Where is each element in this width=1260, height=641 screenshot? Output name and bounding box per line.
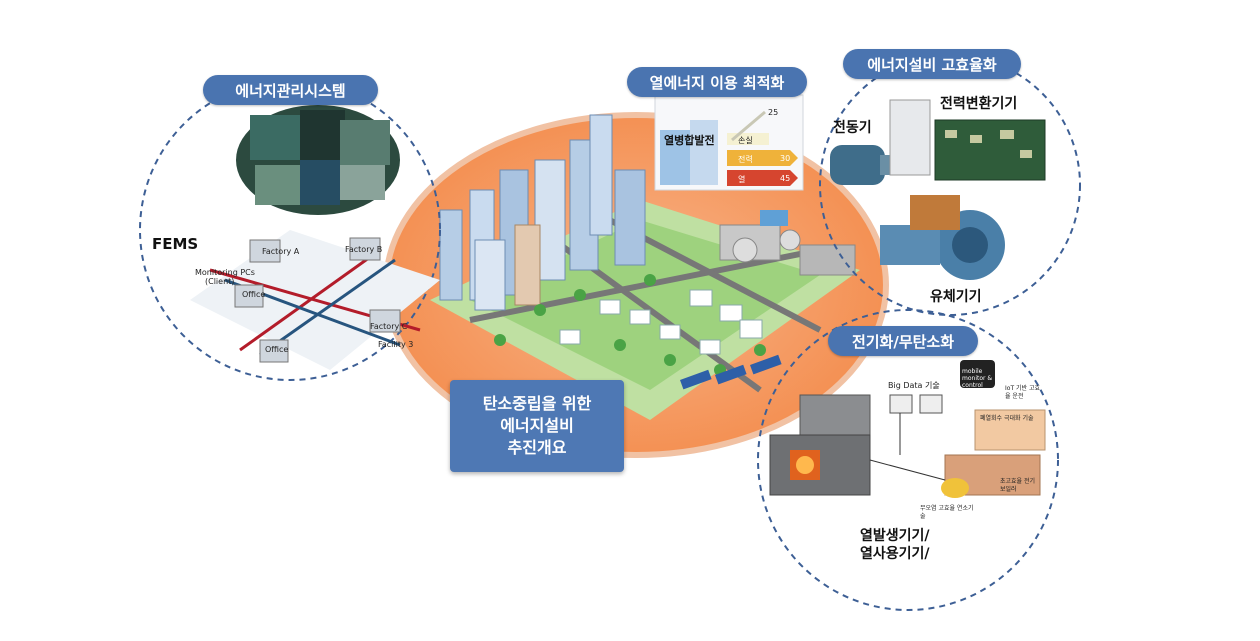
loss-value: 25 [768,108,779,117]
iot-label: IoT 기반 고효율 운전 [1005,385,1041,400]
fluid-label: 유체기기 [930,289,982,305]
facility-label: Facility 3 [378,340,414,349]
fuelfree-label: 무오염 고효율 연소기술 [920,505,974,520]
equipment-circle [819,54,1081,316]
converter-label: 전력변환기기 [940,96,1018,112]
center-title-line-2: 에너지설비 [500,416,574,435]
electrify-circle [757,309,1059,611]
motor-label: 전동기 [833,120,872,136]
heat-use-label: 열사용기기/ [860,546,930,562]
plant-label: 열병합발전 [664,134,715,147]
factory-b-label: Factory B [345,245,383,254]
monitoring-label: Monitoring PCs [195,268,255,277]
heat-value: 45 [780,174,791,183]
loss-label: 손실 [738,136,753,145]
office1-label: Office [242,290,266,299]
heat-gen-label: 열발생기기/ [860,528,930,544]
client-label: (Client) [205,277,235,286]
mobile-label: mobile monitor & control [962,368,993,389]
converter-cabinet [889,99,931,176]
equipment-title: 에너지설비 고효율화 [843,49,1021,79]
process-diagram [869,360,1046,498]
highefficiency-label: 초고효율 전기 보일러 [1000,478,1036,493]
skyscrapers [439,114,646,311]
center-title-line-3: 추진개요 [507,438,567,457]
fems-label: FEMS [152,235,199,253]
heat-label: 열 [738,175,746,184]
ems-title: 에너지관리시스템 [203,75,378,105]
waste-label: 폐열회수 극대화 기술 [980,415,1034,422]
trees [494,274,766,376]
furnace-illustration [769,394,871,496]
heat-title: 열에너지 이용 최적화 [627,67,807,97]
houses [559,289,763,355]
office2-label: Office [265,345,289,354]
electrify-title: 전기화/무탄소화 [828,326,978,356]
solar-panels [680,354,782,390]
center-title-box: 탄소중립을 위한 에너지설비 추진개요 [450,380,624,472]
pump-illustration [880,195,1005,280]
factory-a-label: Factory A [262,247,300,256]
center-title-line-1: 탄소중립을 위한 [482,394,592,413]
bigdata-label: Big Data 기술 [888,381,940,390]
industrial-area [719,210,856,276]
factory-c-label: Factory C [370,322,408,331]
power-label: 전력 [738,155,753,164]
power-value: 30 [780,154,791,163]
heat-box [654,94,804,191]
